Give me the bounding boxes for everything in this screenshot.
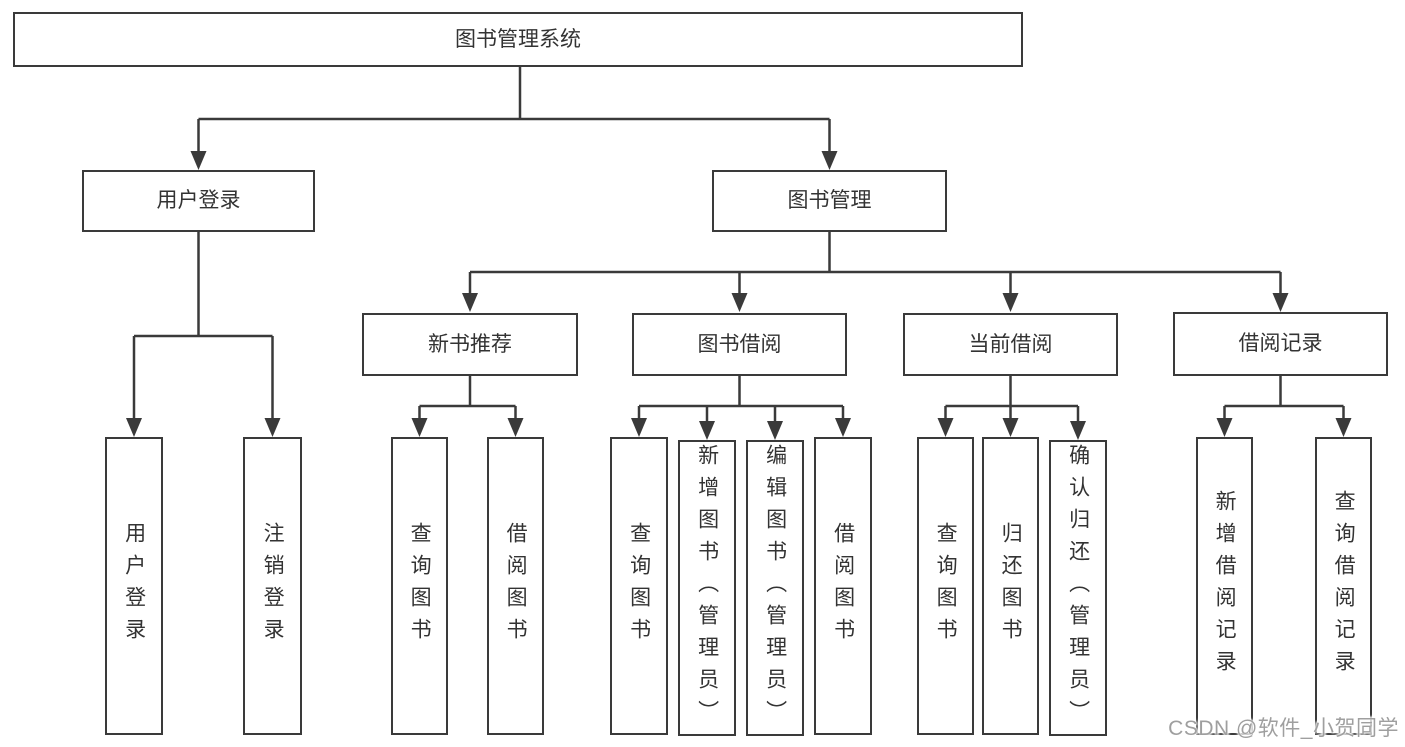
node-label: 新书推荐 — [428, 332, 512, 356]
connector-paths — [132, 67, 1345, 426]
node-query-books-current: 查询图书 — [917, 437, 974, 735]
node-label: 新增图书（管理员） — [695, 444, 719, 732]
node-edit-book-admin: 编辑图书（管理员） — [746, 440, 804, 736]
node-library-management-system: 图书管理系统 — [13, 12, 1023, 67]
node-label: 确认归还（管理员） — [1066, 444, 1090, 732]
node-borrow-books-borrowing: 借阅图书 — [814, 437, 872, 735]
node-label: 图书管理系统 — [455, 27, 581, 51]
node-label: 查询图书 — [408, 522, 432, 650]
node-query-books-borrowing: 查询图书 — [610, 437, 668, 735]
node-user-login-leaf: 用户登录 — [105, 437, 163, 735]
node-label: 查询借阅记录 — [1332, 490, 1356, 682]
node-label: 当前借阅 — [968, 332, 1053, 356]
node-label: 编辑图书（管理员） — [763, 444, 787, 732]
node-label: 查询图书 — [934, 522, 958, 650]
node-label: 查询图书 — [627, 522, 651, 650]
node-confirm-return-admin: 确认归还（管理员） — [1049, 440, 1107, 736]
node-label: 归还图书 — [999, 522, 1023, 650]
node-query-books-recommend: 查询图书 — [391, 437, 448, 735]
node-label: 用户登录 — [156, 189, 241, 213]
node-user-login: 用户登录 — [82, 170, 315, 232]
node-add-book-admin: 新增图书（管理员） — [678, 440, 736, 736]
node-label: 图书借阅 — [697, 332, 782, 356]
node-label: 图书管理 — [787, 189, 872, 213]
node-add-borrow-record: 新增借阅记录 — [1196, 437, 1253, 735]
node-borrow-books-recommend: 借阅图书 — [487, 437, 544, 735]
node-book-management: 图书管理 — [712, 170, 947, 232]
node-label: 注销登录 — [261, 522, 285, 650]
node-label: 借阅图书 — [831, 522, 855, 650]
node-label: 用户登录 — [122, 522, 146, 650]
node-query-borrow-record: 查询借阅记录 — [1315, 437, 1372, 735]
node-borrowing-records: 借阅记录 — [1173, 312, 1388, 376]
node-label: 新增借阅记录 — [1213, 490, 1237, 682]
node-return-book: 归还图书 — [982, 437, 1039, 735]
node-new-book-recommend: 新书推荐 — [362, 313, 578, 376]
node-book-borrowing: 图书借阅 — [632, 313, 847, 376]
arrowhead-icons — [126, 151, 1352, 440]
node-current-borrowing: 当前借阅 — [903, 313, 1118, 376]
node-label: 借阅记录 — [1238, 332, 1323, 356]
node-label: 借阅图书 — [504, 522, 528, 650]
node-logout: 注销登录 — [243, 437, 302, 735]
